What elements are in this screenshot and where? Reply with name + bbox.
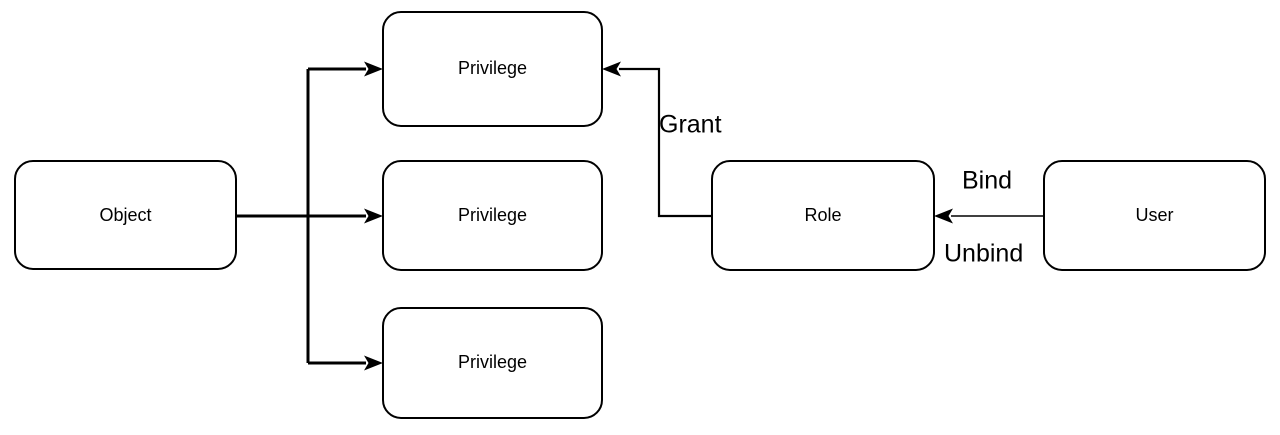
node-privilege-2-label: Privilege <box>458 205 527 225</box>
node-privilege-3-rect[interactable] <box>382 307 603 419</box>
edge-label-unbind: Unbind <box>944 240 1023 268</box>
arrowhead-privilege1 <box>364 61 383 77</box>
edge-object-to-privileges <box>236 61 383 371</box>
arrowhead-privilege3 <box>364 355 383 371</box>
node-user-label: User <box>1135 205 1173 225</box>
edge-label-grant: Grant <box>659 111 722 139</box>
node-privilege-1-label: Privilege <box>458 58 527 78</box>
node-role-rect[interactable] <box>711 160 935 271</box>
arrowhead-privilege2 <box>364 208 383 224</box>
node-role[interactable]: Role <box>711 160 935 271</box>
node-role-label: Role <box>804 205 841 225</box>
node-object[interactable]: Object <box>14 160 237 270</box>
arrowhead-role <box>934 208 953 224</box>
node-privilege-2[interactable]: Privilege <box>382 160 603 271</box>
edge-grant <box>602 61 712 218</box>
node-privilege-2-rect[interactable] <box>382 160 603 271</box>
node-privilege-1[interactable]: Privilege <box>382 11 603 127</box>
node-object-label: Object <box>99 205 151 225</box>
node-privilege-3[interactable]: Privilege <box>382 307 603 419</box>
edge-label-bind: Bind <box>962 167 1012 195</box>
edge-bind-unbind <box>934 208 1044 224</box>
node-user-rect[interactable] <box>1043 160 1266 271</box>
node-object-rect[interactable] <box>14 160 237 270</box>
edge-segment-grant <box>619 67 712 218</box>
arrowhead-grant <box>602 61 621 77</box>
node-privilege-1-rect[interactable] <box>382 11 603 127</box>
node-privilege-3-label: Privilege <box>458 352 527 372</box>
node-user[interactable]: User <box>1043 160 1266 271</box>
